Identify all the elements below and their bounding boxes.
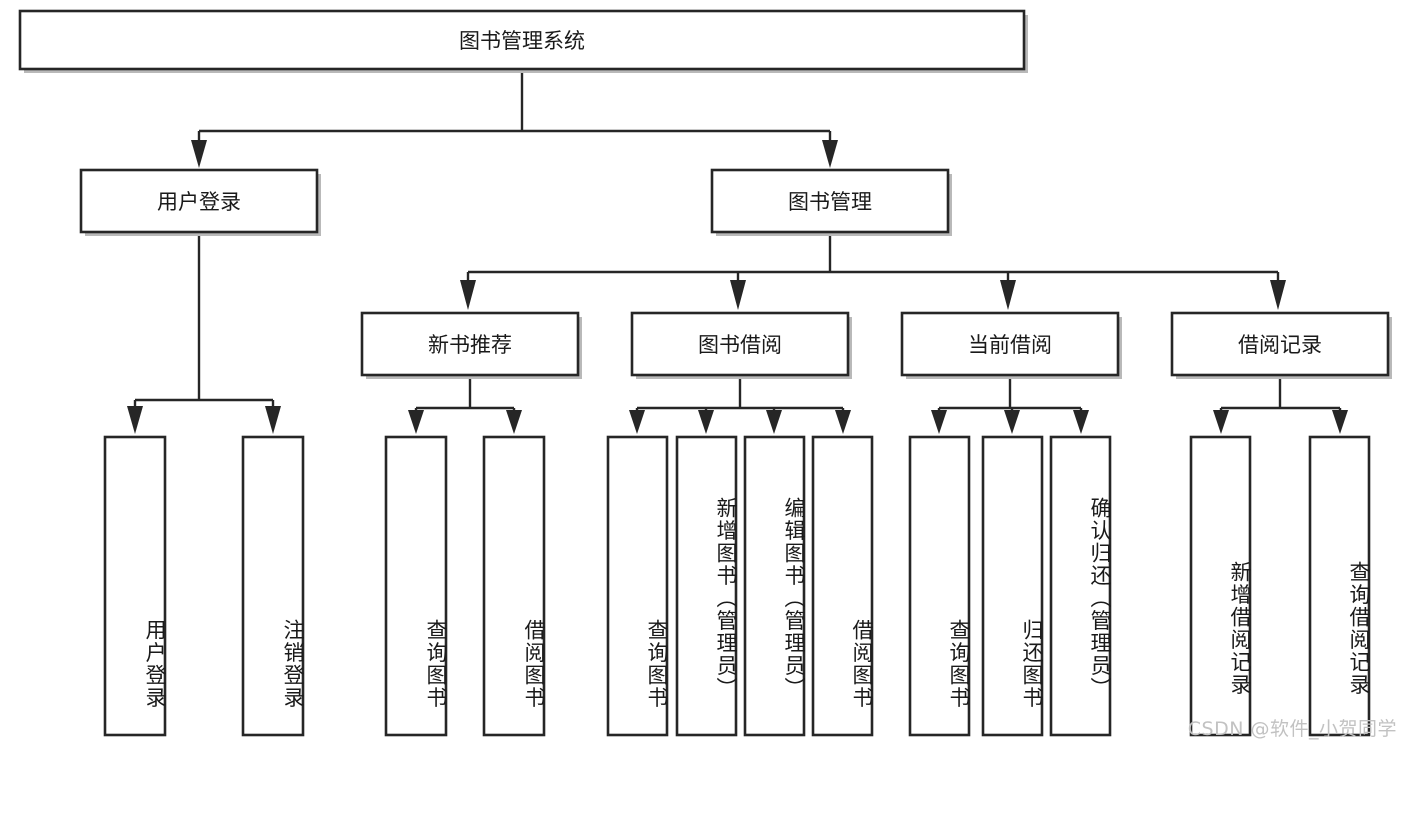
arrowhead-leaf-add-record bbox=[1213, 410, 1229, 434]
node-book-borrow-box bbox=[630, 311, 850, 377]
flowchart-svg: 图书管理系统 用户登录 图书管理 新书推荐 图书借阅 当前借阅 bbox=[18, 9, 1392, 737]
arrowhead-leaf-query-book-current bbox=[931, 410, 947, 434]
flowchart-canvas: 图书管理系统 用户登录 图书管理 新书推荐 图书借阅 当前借阅 bbox=[18, 9, 1397, 740]
node-new-book-rec-box bbox=[360, 311, 580, 377]
node-book-manage-label: 图书管理 bbox=[788, 190, 872, 214]
arrowhead-leaf-user-logout bbox=[265, 406, 281, 434]
node-leaf-borrow-book-box[interactable] bbox=[811, 435, 874, 737]
node-user-login-box bbox=[79, 168, 319, 234]
node-borrow-record-label: 借阅记录 bbox=[1238, 333, 1322, 357]
arrowhead-leaf-user-login bbox=[127, 406, 143, 434]
arrowhead-borrow-record bbox=[1270, 280, 1286, 310]
arrowhead-leaf-query-book-rec bbox=[408, 410, 424, 434]
arrowhead-leaf-borrow-book bbox=[835, 410, 851, 434]
arrowhead-new-book-rec bbox=[460, 280, 476, 310]
arrowhead-user-login bbox=[191, 140, 207, 168]
node-new-book-rec-label: 新书推荐 bbox=[428, 333, 512, 357]
node-leaf-user-login-box[interactable] bbox=[103, 435, 167, 737]
node-user-login-label: 用户登录 bbox=[157, 190, 241, 214]
node-current-borrow-box bbox=[900, 311, 1120, 377]
node-book-borrow[interactable]: 图书借阅 bbox=[630, 311, 852, 379]
node-leaf-add-book-box[interactable] bbox=[675, 435, 738, 737]
node-root[interactable]: 图书管理系统 bbox=[18, 9, 1028, 73]
node-book-manage[interactable]: 图书管理 bbox=[710, 168, 952, 236]
node-leaf-query-book-current-box[interactable] bbox=[908, 435, 971, 737]
arrowhead-leaf-query-book-borrow bbox=[629, 410, 645, 434]
node-leaf-add-record-box[interactable] bbox=[1189, 435, 1252, 737]
arrowhead-current-borrow bbox=[1000, 280, 1016, 310]
node-root-label: 图书管理系统 bbox=[459, 29, 585, 53]
node-leaf-borrow-book-rec-box[interactable] bbox=[482, 435, 546, 737]
node-leaf-user-logout-box[interactable] bbox=[241, 435, 305, 737]
arrowhead-book-manage bbox=[822, 140, 838, 168]
node-book-borrow-label: 图书借阅 bbox=[698, 333, 782, 357]
node-leaf-query-book-rec-box[interactable] bbox=[384, 435, 448, 737]
node-user-login[interactable]: 用户登录 bbox=[79, 168, 321, 236]
node-leaf-query-book-borrow-box[interactable] bbox=[606, 435, 669, 737]
arrowhead-leaf-borrow-book-rec bbox=[506, 410, 522, 434]
node-leaf-confirm-return-box[interactable] bbox=[1049, 435, 1112, 737]
connector-layer bbox=[127, 69, 1348, 434]
node-root-box bbox=[18, 9, 1026, 71]
node-leaf-return-book-box[interactable] bbox=[981, 435, 1044, 737]
node-borrow-record[interactable]: 借阅记录 bbox=[1170, 311, 1392, 379]
csdn-watermark: CSDN @软件_小贺同学 bbox=[1187, 718, 1397, 740]
leaf-boxes-layer bbox=[103, 435, 1371, 737]
arrowhead-leaf-edit-book bbox=[766, 410, 782, 434]
node-current-borrow-label: 当前借阅 bbox=[968, 333, 1052, 357]
node-leaf-edit-book-box[interactable] bbox=[743, 435, 806, 737]
arrowhead-book-borrow bbox=[730, 280, 746, 310]
arrowhead-leaf-add-book bbox=[698, 410, 714, 434]
arrowhead-leaf-return-book bbox=[1004, 410, 1020, 434]
node-leaf-query-record-box[interactable] bbox=[1308, 435, 1371, 737]
arrowhead-leaf-query-record bbox=[1332, 410, 1348, 434]
node-borrow-record-box bbox=[1170, 311, 1390, 377]
arrowhead-leaf-confirm-return bbox=[1073, 410, 1089, 434]
node-new-book-rec[interactable]: 新书推荐 bbox=[360, 311, 582, 379]
node-book-manage-box bbox=[710, 168, 950, 234]
node-current-borrow[interactable]: 当前借阅 bbox=[900, 311, 1122, 379]
